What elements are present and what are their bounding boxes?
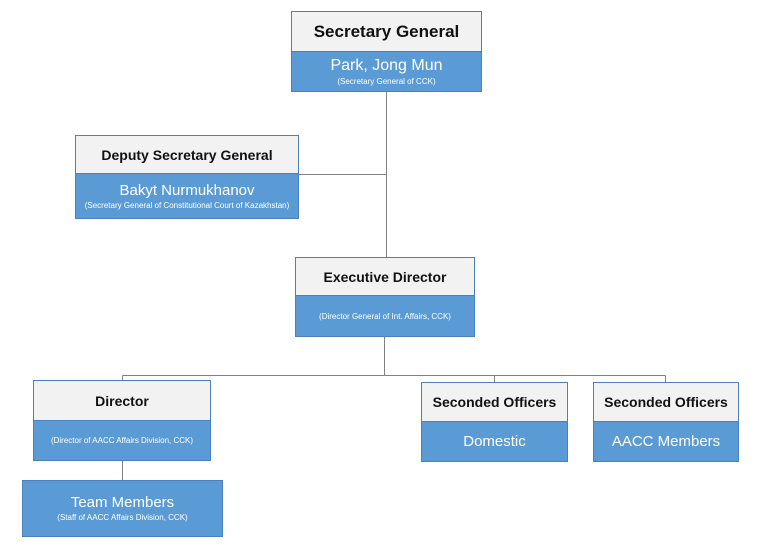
secretary-general-subtitle: (Secretary General of CCK) bbox=[337, 77, 436, 86]
seconded-officers-aacc-title: Seconded Officers bbox=[594, 383, 738, 422]
director-box: Director (Director of AACC Affairs Divis… bbox=[33, 380, 211, 461]
director-body: (Director of AACC Affairs Division, CCK) bbox=[34, 421, 210, 460]
executive-director-box: Executive Director (Director General of … bbox=[295, 257, 475, 337]
executive-director-title: Executive Director bbox=[296, 258, 474, 296]
seconded-officers-domestic-title: Seconded Officers bbox=[422, 383, 567, 422]
deputy-secretary-general-name: Bakyt Nurmukhanov bbox=[119, 181, 255, 199]
team-members-name: Team Members bbox=[70, 494, 175, 511]
secretary-general-title: Secretary General bbox=[292, 12, 481, 52]
team-members-box: Team Members (Staff of AACC Affairs Divi… bbox=[22, 480, 223, 537]
seconded-officers-aacc-body: AACC Members bbox=[594, 422, 738, 461]
executive-director-subtitle: (Director General of Int. Affairs, CCK) bbox=[319, 311, 451, 321]
secretary-general-body: Park, Jong Mun (Secretary General of CCK… bbox=[292, 52, 481, 91]
seconded-officers-aacc-box: Seconded Officers AACC Members bbox=[593, 382, 739, 462]
deputy-secretary-general-subtitle: (Secretary General of Constitutional Cou… bbox=[84, 200, 290, 210]
seconded-officers-aacc-name: AACC Members bbox=[611, 432, 721, 450]
deputy-secretary-general-box: Deputy Secretary General Bakyt Nurmukhan… bbox=[75, 135, 299, 219]
seconded-officers-domestic-box: Seconded Officers Domestic bbox=[421, 382, 568, 462]
deputy-secretary-general-title: Deputy Secretary General bbox=[76, 136, 298, 174]
seconded-officers-domestic-body: Domestic bbox=[422, 422, 567, 461]
secretary-general-box: Secretary General Park, Jong Mun (Secret… bbox=[291, 11, 482, 92]
secretary-general-name: Park, Jong Mun bbox=[330, 57, 443, 74]
seconded-officers-domestic-name: Domestic bbox=[463, 432, 526, 450]
deputy-secretary-general-body: Bakyt Nurmukhanov (Secretary General of … bbox=[76, 174, 298, 218]
executive-director-body: (Director General of Int. Affairs, CCK) bbox=[296, 296, 474, 336]
team-members-body: Team Members (Staff of AACC Affairs Divi… bbox=[23, 481, 222, 536]
director-title: Director bbox=[34, 381, 210, 421]
director-subtitle: (Director of AACC Affairs Division, CCK) bbox=[50, 436, 194, 445]
team-members-subtitle: (Staff of AACC Affairs Division, CCK) bbox=[57, 513, 188, 522]
